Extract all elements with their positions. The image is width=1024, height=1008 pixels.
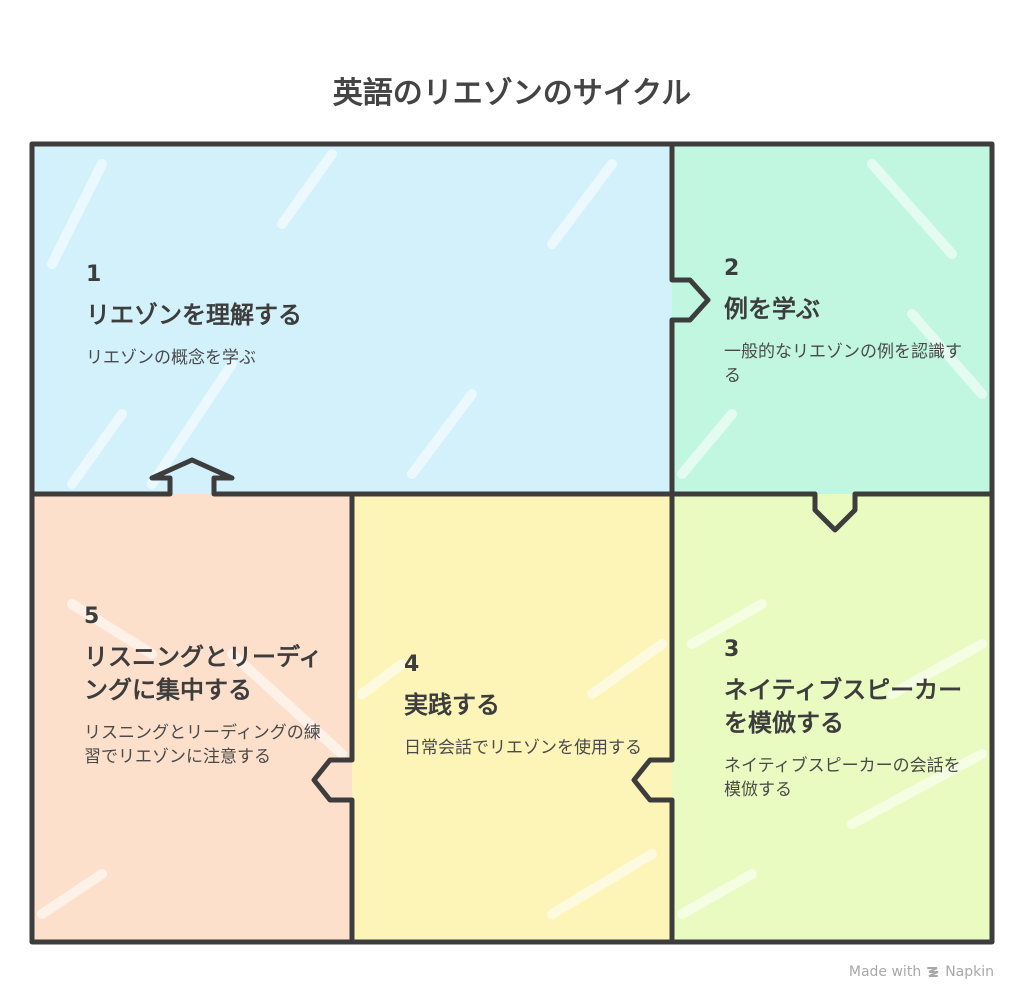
step-description: リスニングとリーディングの練習でリエゾンに注意する (84, 723, 321, 767)
napkin-logo-icon (927, 967, 939, 977)
made-with-label: Made with (848, 964, 922, 980)
step-heading: 例を学ぶ (724, 295, 820, 323)
step-1-panel: 1 リエゾンを理解する リエゾンの概念を学ぶ (32, 144, 672, 494)
step-number: 3 (724, 637, 740, 662)
arrow-right-icon (690, 290, 691, 291)
step-heading: ネイティブスピーカーを模倣する (724, 676, 963, 737)
step-2-panel: 2 例を学ぶ 一般的なリエゾンの例を認識する (672, 144, 992, 494)
step-number: 1 (86, 262, 102, 287)
step-number: 4 (404, 652, 420, 677)
arrow-left-icon (640, 780, 641, 781)
step-5-panel: 5 リスニングとリーディングに集中する リスニングとリーディングの練習でリエゾン… (32, 494, 352, 942)
step-description: リエゾンの概念を学ぶ (86, 348, 256, 368)
diagram-title: 英語のリエゾンのサイクル (332, 76, 692, 111)
step-heading: リエゾンを理解する (86, 301, 302, 329)
napkin-brand-label: Napkin (945, 964, 994, 980)
arrow-down-icon (835, 515, 836, 516)
step-number: 2 (724, 256, 740, 281)
step-heading: リスニングとリーディングに集中する (84, 643, 323, 704)
arrow-left-icon (320, 780, 321, 781)
napkin-watermark[interactable]: Made with Napkin (849, 964, 994, 980)
step-4-panel: 4 実践する 日常会話でリエゾンを使用する (352, 494, 672, 942)
step-number: 5 (84, 604, 100, 629)
arrow-up-icon (192, 470, 193, 471)
step-heading: 実践する (404, 691, 500, 719)
step-description: 一般的なリエゾンの例を認識する (724, 342, 962, 386)
step-description: ネイティブスピーカーの会話を模倣する (724, 756, 961, 800)
step-3-panel: 3 ネイティブスピーカーを模倣する ネイティブスピーカーの会話を模倣する (672, 494, 992, 942)
step-description: 日常会話でリエゾンを使用する (404, 738, 642, 758)
